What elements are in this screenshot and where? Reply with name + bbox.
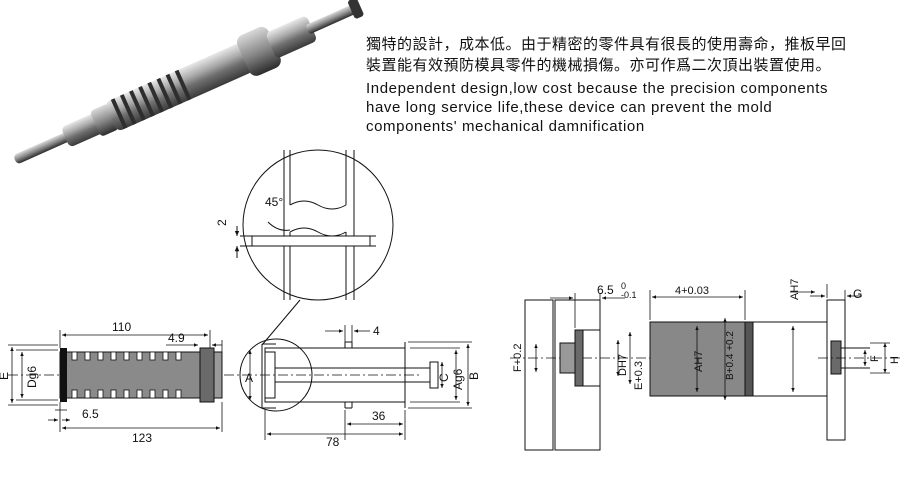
section-dimensions	[248, 325, 472, 440]
dim-e-tolerance: E+0.3	[633, 361, 645, 390]
description-chinese-line-2: 裝置能有效預防模具零件的機械損傷。亦可作爲二次頂出裝置使用。	[366, 56, 832, 74]
detail-circle-view	[234, 149, 394, 346]
dim-diameter-a: A	[245, 371, 253, 385]
dim-diameter-b: B	[467, 372, 481, 380]
dim-diameter-c: C	[437, 373, 451, 382]
dim-diameter-dg6: Dg6	[25, 366, 39, 388]
side-dimensions	[8, 330, 223, 432]
dim-length-36: 36	[372, 409, 386, 423]
side-end-collar	[199, 347, 215, 403]
description-english-line-3: components' mechanical damnification	[366, 118, 645, 135]
install-right-dimensions	[649, 284, 890, 400]
dim-bore-depth: 4+0.03	[675, 285, 709, 297]
dim-b-tolerance: B+0.4 +0.2	[725, 331, 736, 380]
dim-f-tolerance: F+0.2	[512, 344, 524, 372]
description-chinese-line-1: 獨特的設計，成本低。由于精密的零件具有很長的使用壽命，推板早回	[366, 35, 847, 53]
install-left-view	[510, 299, 700, 451]
detail-depth-label: 2	[215, 219, 229, 226]
description-english-line-2: have long service life,these device can …	[366, 99, 773, 116]
dim-length-123: 123	[132, 431, 152, 445]
dim-g: G	[853, 287, 862, 301]
section-view	[239, 338, 439, 412]
dim-length-4-9: 4.9	[168, 331, 185, 345]
dim-pocket-depth: 6.5	[597, 283, 614, 297]
photo-front-pin	[306, 3, 359, 34]
photo-rear-collar	[62, 113, 103, 147]
dim-length-4: 4	[373, 324, 380, 338]
install-right-view	[649, 299, 900, 441]
dim-length-78: 78	[326, 435, 340, 449]
description-english-line-1: Independent design,low cost because the …	[366, 80, 829, 97]
dim-d-h7: DH7	[617, 354, 629, 376]
side-view	[8, 347, 420, 403]
dim-diameter-e: E	[0, 372, 11, 380]
install-left-dimensions	[534, 293, 632, 384]
dim-ah7-top: AH7	[789, 279, 801, 300]
detail-angle-label: 45°	[265, 195, 283, 209]
dim-f: F	[869, 355, 881, 362]
side-left-ring	[60, 348, 67, 402]
side-grooves	[71, 351, 182, 399]
dim-diameter-ag6: Ag6	[451, 368, 465, 390]
product-photo	[14, 0, 364, 164]
dim-h: H	[889, 356, 901, 364]
dim-length-6-5: 6.5	[82, 407, 99, 421]
dim-pocket-tol-lower: -0.1	[621, 290, 637, 300]
photo-grooved-body	[106, 43, 253, 130]
photo-grooves	[110, 69, 192, 130]
dim-pocket-tol-upper: 0	[621, 281, 626, 291]
side-body	[59, 351, 211, 399]
photo-tail-pin	[14, 132, 71, 164]
dim-ah7-body: AH7	[693, 351, 705, 372]
dim-length-110: 110	[112, 320, 131, 334]
